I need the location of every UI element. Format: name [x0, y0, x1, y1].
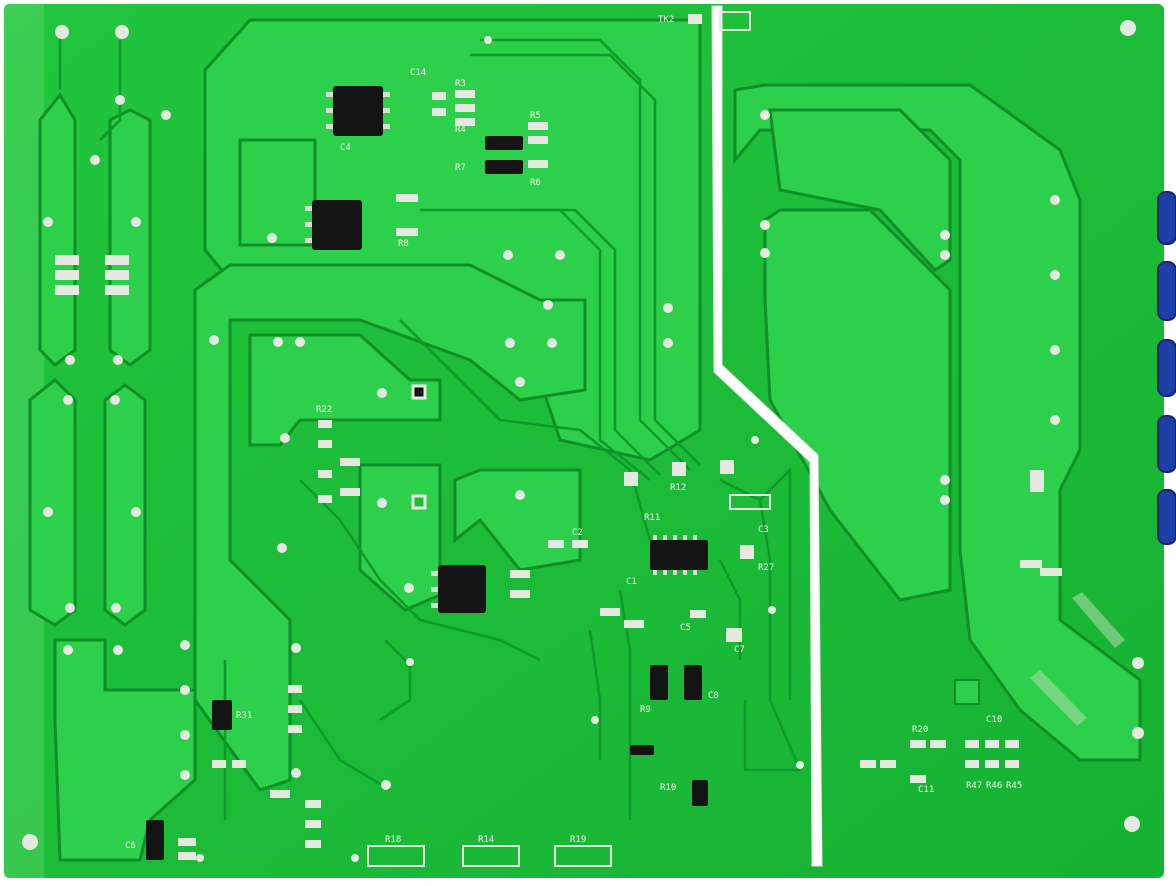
label-r4: R4 — [455, 125, 466, 135]
ic-d3 — [630, 745, 654, 755]
ic-pins — [305, 92, 697, 608]
ic-q5 — [692, 780, 708, 806]
ic-packages — [146, 86, 708, 860]
copper-pours — [28, 18, 1142, 862]
label-r18: R18 — [385, 835, 401, 845]
ic-d2 — [485, 160, 523, 174]
label-c14: C14 — [410, 68, 426, 78]
silkscreen: TK2 R18 R14 R19 C6 R31 C1 C2 R11 R12 C3 … — [125, 15, 1022, 851]
ic-u2 — [312, 200, 362, 250]
label-c8: C8 — [708, 691, 719, 701]
label-r11: R11 — [644, 513, 660, 523]
label-c10: C10 — [986, 715, 1002, 725]
label-tk2: TK2 — [658, 15, 674, 25]
label-r8: R8 — [398, 239, 409, 249]
ic-q3 — [650, 665, 668, 700]
ic-q2 — [146, 820, 164, 860]
label-r5: R5 — [530, 111, 541, 121]
label-r6: R6 — [530, 178, 541, 188]
label-c3: C3 — [758, 525, 769, 535]
ic-u4 — [650, 540, 708, 570]
label-c5: C5 — [680, 623, 691, 633]
isolation-slot — [711, 5, 823, 867]
label-c1: C1 — [626, 577, 637, 587]
label-r46: R46 — [986, 781, 1002, 791]
label-r22: R22 — [316, 405, 332, 415]
label-c11: C11 — [918, 785, 934, 795]
ic-u1 — [333, 86, 383, 136]
label-r7: R7 — [455, 163, 466, 173]
blue-connectors — [1157, 191, 1176, 545]
ic-u3 — [438, 565, 486, 613]
label-r45: R45 — [1006, 781, 1022, 791]
square-pad — [411, 384, 427, 400]
label-r10: R10 — [660, 783, 676, 793]
ic-d1 — [485, 136, 523, 150]
label-c4: C4 — [340, 143, 351, 153]
smd-pads — [55, 11, 1062, 860]
label-c2: C2 — [572, 528, 583, 538]
label-r47: R47 — [966, 781, 982, 791]
label-r31: R31 — [236, 711, 252, 721]
label-r9: R9 — [640, 705, 651, 715]
label-r3: R3 — [455, 79, 466, 89]
square-pad-2 — [411, 494, 427, 510]
vias — [22, 20, 1144, 862]
label-r12: R12 — [670, 483, 686, 493]
ic-q1 — [212, 700, 232, 730]
label-r14: R14 — [478, 835, 494, 845]
bottom-resistors — [367, 845, 612, 867]
label-r20: R20 — [912, 725, 928, 735]
label-c6: C6 — [125, 841, 136, 851]
label-r19: R19 — [570, 835, 586, 845]
glare-streaks — [1030, 592, 1125, 726]
ic-q4 — [684, 665, 702, 700]
label-c7: C7 — [734, 645, 745, 655]
label-r27: R27 — [758, 563, 774, 573]
